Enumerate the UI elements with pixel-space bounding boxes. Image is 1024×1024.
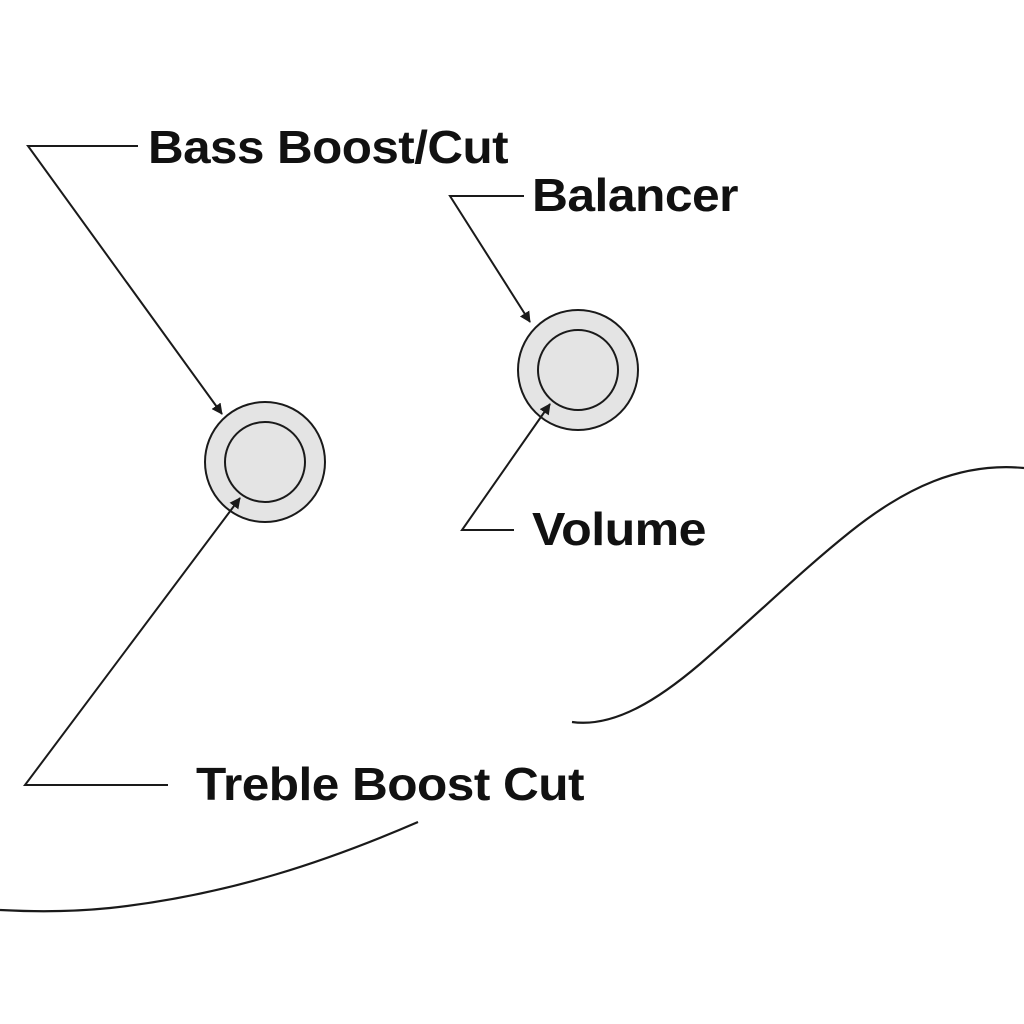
- volume-label: Volume: [532, 503, 706, 555]
- treble-leader-arrow: [23, 497, 241, 786]
- volume-leader-arrow: [460, 403, 551, 531]
- knob-cap: [537, 329, 619, 411]
- balancer-leader-arrow: [448, 195, 531, 323]
- body-outline-lower: [0, 820, 419, 913]
- knob-bass-treble: [204, 401, 326, 523]
- body-outline-upper: [571, 466, 1024, 724]
- bass-leader-arrow: [26, 145, 223, 415]
- bass-boost-cut-label: Bass Boost/Cut: [148, 121, 508, 173]
- knob-cap: [224, 421, 306, 503]
- treble-boost-cut-label: Treble Boost Cut: [196, 758, 584, 810]
- balancer-label: Balancer: [532, 169, 739, 221]
- knob-balancer-volume: [517, 309, 639, 431]
